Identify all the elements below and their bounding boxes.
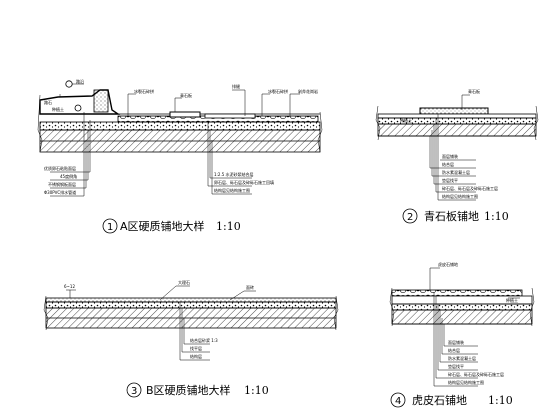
detail-3-leaders [66,285,256,361]
detail-3-label-top-1: 大理石 [178,279,190,285]
detail-2-label-right-2: 防水素混凝土层 [442,169,470,175]
detail-2-section: 青石板 种植土 面层铺装 结合层 防水素混凝土层 垫层找平 碎石层、砾石层及碎砾… [375,88,539,224]
detail-1-left-leaders [50,112,91,197]
detail-2-scale: 1:10 [484,210,509,223]
detail-4-leaders [429,267,520,387]
detail-3-label-top-0: 6~12 [64,284,75,289]
detail-3-tile-surface [45,297,337,303]
detail-2-label-top-0: 青石板 [468,88,480,94]
detail-1-section: 路沿 路石 种植土 冰裂石碎拼 青石板 排缝 冰裂石碎拼 剁斧花岗岩 优质卵石粘… [37,78,323,234]
detail-1-pipe [74,104,82,112]
detail-4-label-right-2: 防水素混凝土层 [448,355,476,361]
detail-1-label-top-4: 青石板 [180,92,192,98]
detail-4-label-right-3: 垫层找平 [448,363,464,369]
detail-3-title-text: B区硬质铺地大样 [146,383,231,397]
detail-4-number-badge [390,392,406,408]
detail-1-label-top-0: 路沿 [76,78,84,84]
detail-2-number: 2 [407,212,413,223]
detail-1-label-right-0: 1:2.5 水泥砂浆结合层 [214,171,254,177]
detail-2-leaders [398,94,476,201]
detail-4-title: 4 虎皮石铺地 1:10 [390,392,513,408]
detail-3-section: 6~12 大理石 面砖 结合层砂浆 1:3 找平层 结构层 3 B区硬质铺地大样… [43,279,339,398]
detail-1-scale: 1:10 [216,220,241,233]
detail-2-number-badge [402,208,418,224]
detail-3-label-bottom-0: 结合层砂浆 1:3 [190,337,218,343]
detail-2-label-right-1: 结合层 [442,161,454,167]
detail-2-label-right-0: 面层铺装 [442,153,458,159]
detail-1-label-top-1: 路石 [44,99,52,105]
detail-1-label-top-3: 冰裂石碎拼 [134,88,154,94]
detail-4-label-top-0: 虎皮石铺地 [438,261,458,267]
detail-1-right-leaders [207,122,252,195]
detail-4-label-right-4: 碎石层、砾石层及碎砾石施工层 [448,371,504,377]
detail-3-label-bottom-2: 结构层 [190,353,202,359]
detail-1-curb-fill [93,89,109,113]
detail-1-label-top-5: 排缝 [232,83,240,89]
detail-2-title-text: 青石板铺地 [424,209,479,223]
detail-4-title-text: 虎皮石铺地 [412,394,467,407]
detail-1-label-left-0: 优质卵石粘贴面层 [44,165,76,171]
detail-3-mortar [45,301,337,309]
detail-2-title: 2 青石板铺地 1:10 [402,208,509,224]
detail-1-label-top-2: 种植土 [52,106,64,112]
detail-3-number: 3 [131,386,137,397]
detail-4-label-right-5: 结构层见结构施工图 [448,379,484,385]
detail-3-label-top-2: 面砖 [246,284,254,290]
detail-1-number: 1 [107,222,113,233]
detail-4-section: 虎皮石铺地 种植土 面层铺装 结合层 防水素混凝土层 垫层找平 碎石层、砾石层及… [389,261,535,408]
detail-2-label-right-3: 垫层找平 [442,177,458,183]
detail-2-base [377,123,537,137]
detail-4-label-right-0: 面层铺装 [448,339,464,345]
detail-1-top-leaders [59,80,300,116]
detail-1-mortar-layer [39,121,321,131]
detail-1-title: 1 A区硬质铺地大样 1:10 [102,218,241,234]
detail-1-label-left-1: 45度倒角 [60,173,77,179]
detail-4-label-right-1: 结合层 [448,347,460,353]
detail-1-label-top-7: 剁斧花岗岩 [298,88,318,94]
detail-1-label-left-2: 不锈钢钢板面层 [48,181,76,187]
detail-4-scale: 1:10 [488,394,513,407]
detail-1-label-left-3: Φ30PVC排水管道 [44,189,76,195]
detail-4-stone-surface [391,289,523,297]
detail-2-label-left-0: 种植土 [400,117,412,123]
detail-3-scale: 1:10 [244,384,269,397]
detail-1-bluestone [169,111,201,118]
detail-1-label-top-6: 冰裂石碎拼 [268,88,288,94]
detail-2-stone-slab [419,107,489,115]
detail-4-base [391,309,533,325]
detail-3-title: 3 B区硬质铺地大样 1:10 [126,382,269,398]
detail-1-label-right-1: 卵石层、砾石层及碎砾石施工回填 [214,179,274,185]
detail-4-label-left-0: 种植土 [506,297,518,303]
detail-1-title-text: A区硬质铺地大样 [120,219,205,233]
detail-1-number-badge [102,218,118,234]
detail-1-label-right-2: 结构层见结构施工图 [214,187,250,193]
detail-3-number-badge [126,382,142,398]
detail-3-label-bottom-1: 找平层 [190,345,202,351]
detail-4-number: 4 [395,396,401,407]
detail-2-label-right-4: 碎石层、砾石层及碎砾石施工层 [442,185,498,191]
detail-2-label-right-5: 结构层见结构施工图 [442,193,478,199]
detail-4-mortar [391,303,533,311]
